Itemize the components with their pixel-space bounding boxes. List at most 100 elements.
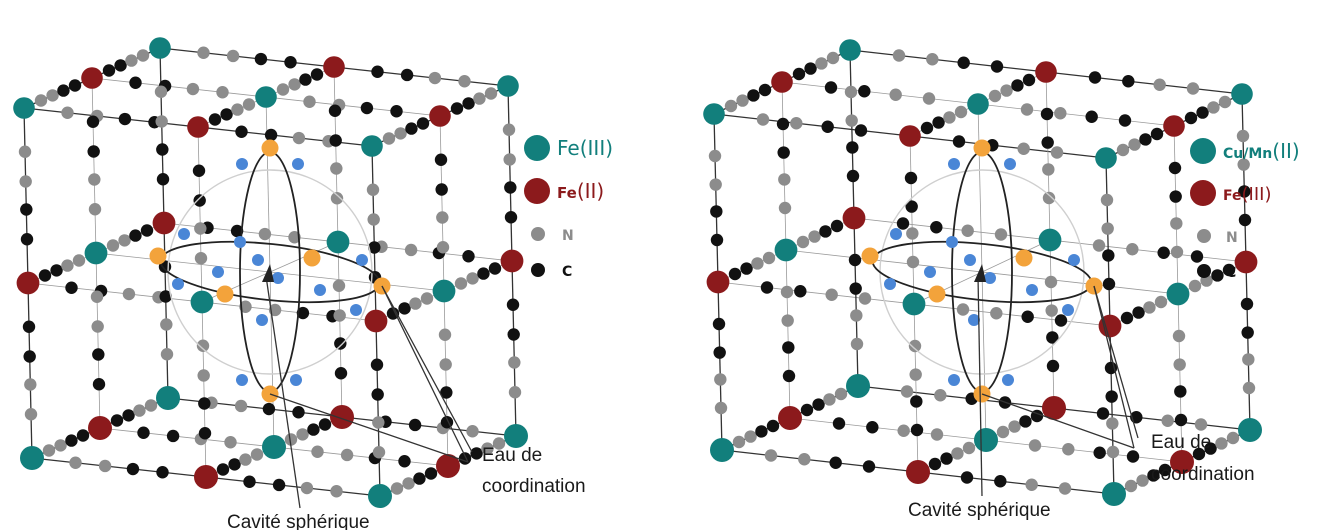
nitrogen-atom xyxy=(216,86,229,99)
water-hydrogen-atom xyxy=(314,284,326,296)
carbon-atom xyxy=(846,169,860,183)
nitrogen-atom xyxy=(844,85,858,99)
nitrogen-atom xyxy=(826,51,840,65)
metal-b-atom xyxy=(778,406,802,430)
legend-label-fe-ii: Fe(II) xyxy=(557,179,604,203)
metal-b-atom xyxy=(500,249,524,273)
nitrogen-atom xyxy=(197,46,210,59)
carbon-atom xyxy=(262,402,276,416)
nitrogen-atom xyxy=(897,424,910,437)
carbon-atom xyxy=(310,68,324,81)
legend-label-n: N xyxy=(1226,230,1238,246)
nitrogen-atom xyxy=(18,145,32,158)
nitrogen-atom xyxy=(714,401,728,415)
nitrogen-atom xyxy=(186,82,200,96)
nitrogen-atom xyxy=(481,442,494,455)
nitrogen-atom xyxy=(926,53,939,66)
carbon-atom xyxy=(930,221,943,234)
nitrogen-atom xyxy=(906,227,919,240)
water-hydrogen-atom xyxy=(1002,374,1014,386)
metal-a-atom xyxy=(710,438,734,462)
carbon-atom xyxy=(1240,297,1254,311)
annotation-pointers xyxy=(262,264,473,509)
carbon-atom xyxy=(1147,469,1160,482)
nitrogen-atom xyxy=(1008,420,1021,433)
metal-a-atom xyxy=(1238,418,1262,442)
nitrogen-atom xyxy=(118,234,131,247)
nitrogen-atom xyxy=(908,339,922,353)
nitrogen-atom xyxy=(1194,418,1208,431)
nitrogen-atom xyxy=(390,482,404,495)
metal-a-atom xyxy=(967,93,989,115)
water-hydrogen-atom xyxy=(234,236,246,248)
nitrogen-atom xyxy=(780,285,794,299)
carbon-atom xyxy=(86,115,100,128)
nitrogen-atom xyxy=(155,115,168,128)
carbon-atom xyxy=(50,264,63,277)
carbon-atom xyxy=(932,116,945,129)
nitrogen-atom xyxy=(1017,142,1030,155)
carbon-atom xyxy=(866,421,879,434)
carbon-atom xyxy=(92,348,105,361)
carbon-atom xyxy=(777,146,790,159)
carbon-atom xyxy=(192,164,206,177)
carbon-atom xyxy=(812,398,825,411)
nitrogen-atom xyxy=(709,178,722,191)
coordination-water-atom xyxy=(149,247,167,265)
metal-b-atom xyxy=(1042,396,1066,420)
nitrogen-atom xyxy=(404,243,418,257)
carbon-atom xyxy=(193,194,206,207)
carbon-atom xyxy=(216,463,230,476)
carbon-atom xyxy=(334,337,347,350)
carbon-atom xyxy=(896,217,910,230)
cavity-pointer-arrowhead xyxy=(262,264,274,282)
metal-b-atom xyxy=(1163,115,1185,137)
carbon-atom xyxy=(1088,71,1102,84)
nitrogen-atom xyxy=(951,447,964,460)
metal-a-atom xyxy=(255,86,277,108)
nitrogen-atom xyxy=(288,78,301,91)
nitrogen-atom xyxy=(762,251,776,265)
metal-b-atom xyxy=(1170,450,1194,474)
nitrogen-atom xyxy=(930,428,944,441)
nitrogen-atom xyxy=(1170,217,1183,230)
nitrogen-atom xyxy=(90,290,104,303)
carbon-atom xyxy=(819,225,832,238)
metal-a-atom xyxy=(774,238,798,262)
nitrogen-atom xyxy=(732,435,746,449)
carbon-atom xyxy=(1157,246,1170,259)
metal-a-atom xyxy=(326,230,350,254)
water-hydrogen-atom xyxy=(964,254,976,266)
nitrogen-atom xyxy=(996,425,1010,439)
water-hydrogen-atom xyxy=(350,304,362,316)
carbon-atom xyxy=(122,409,135,422)
carbon-atom xyxy=(76,429,90,442)
nitrogen-atom xyxy=(133,404,146,417)
nitrogen-atom xyxy=(250,448,264,461)
carbon-atom xyxy=(1184,111,1198,125)
carbon-atom xyxy=(504,181,517,194)
nitrogen-atom xyxy=(815,57,828,70)
nitrogen-atom xyxy=(778,201,792,215)
carbon-atom xyxy=(821,120,834,133)
carbon-atom xyxy=(235,125,248,138)
nitrogen-atom xyxy=(1172,329,1186,343)
water-hydrogen-atom xyxy=(236,158,248,170)
nitrogen-atom xyxy=(1218,95,1232,109)
nitrogen-atom xyxy=(1020,103,1034,116)
carbon-atom xyxy=(413,472,426,485)
legend-marker-carbon xyxy=(531,263,545,277)
annotation-pointers xyxy=(974,264,1139,497)
carbon-atom xyxy=(1105,390,1118,403)
nitrogen-atom xyxy=(409,297,422,310)
carbon-atom xyxy=(782,341,795,354)
carbon-atom xyxy=(1168,161,1182,175)
carbon-atom xyxy=(435,183,448,196)
water-pointer-line xyxy=(981,393,1135,449)
metal-b-atom xyxy=(88,416,112,440)
carbon-atom xyxy=(368,241,381,254)
nitrogen-atom xyxy=(340,448,354,462)
carbon-atom xyxy=(766,419,780,433)
nitrogen-atom xyxy=(961,224,974,237)
nitrogen-atom xyxy=(850,337,864,351)
